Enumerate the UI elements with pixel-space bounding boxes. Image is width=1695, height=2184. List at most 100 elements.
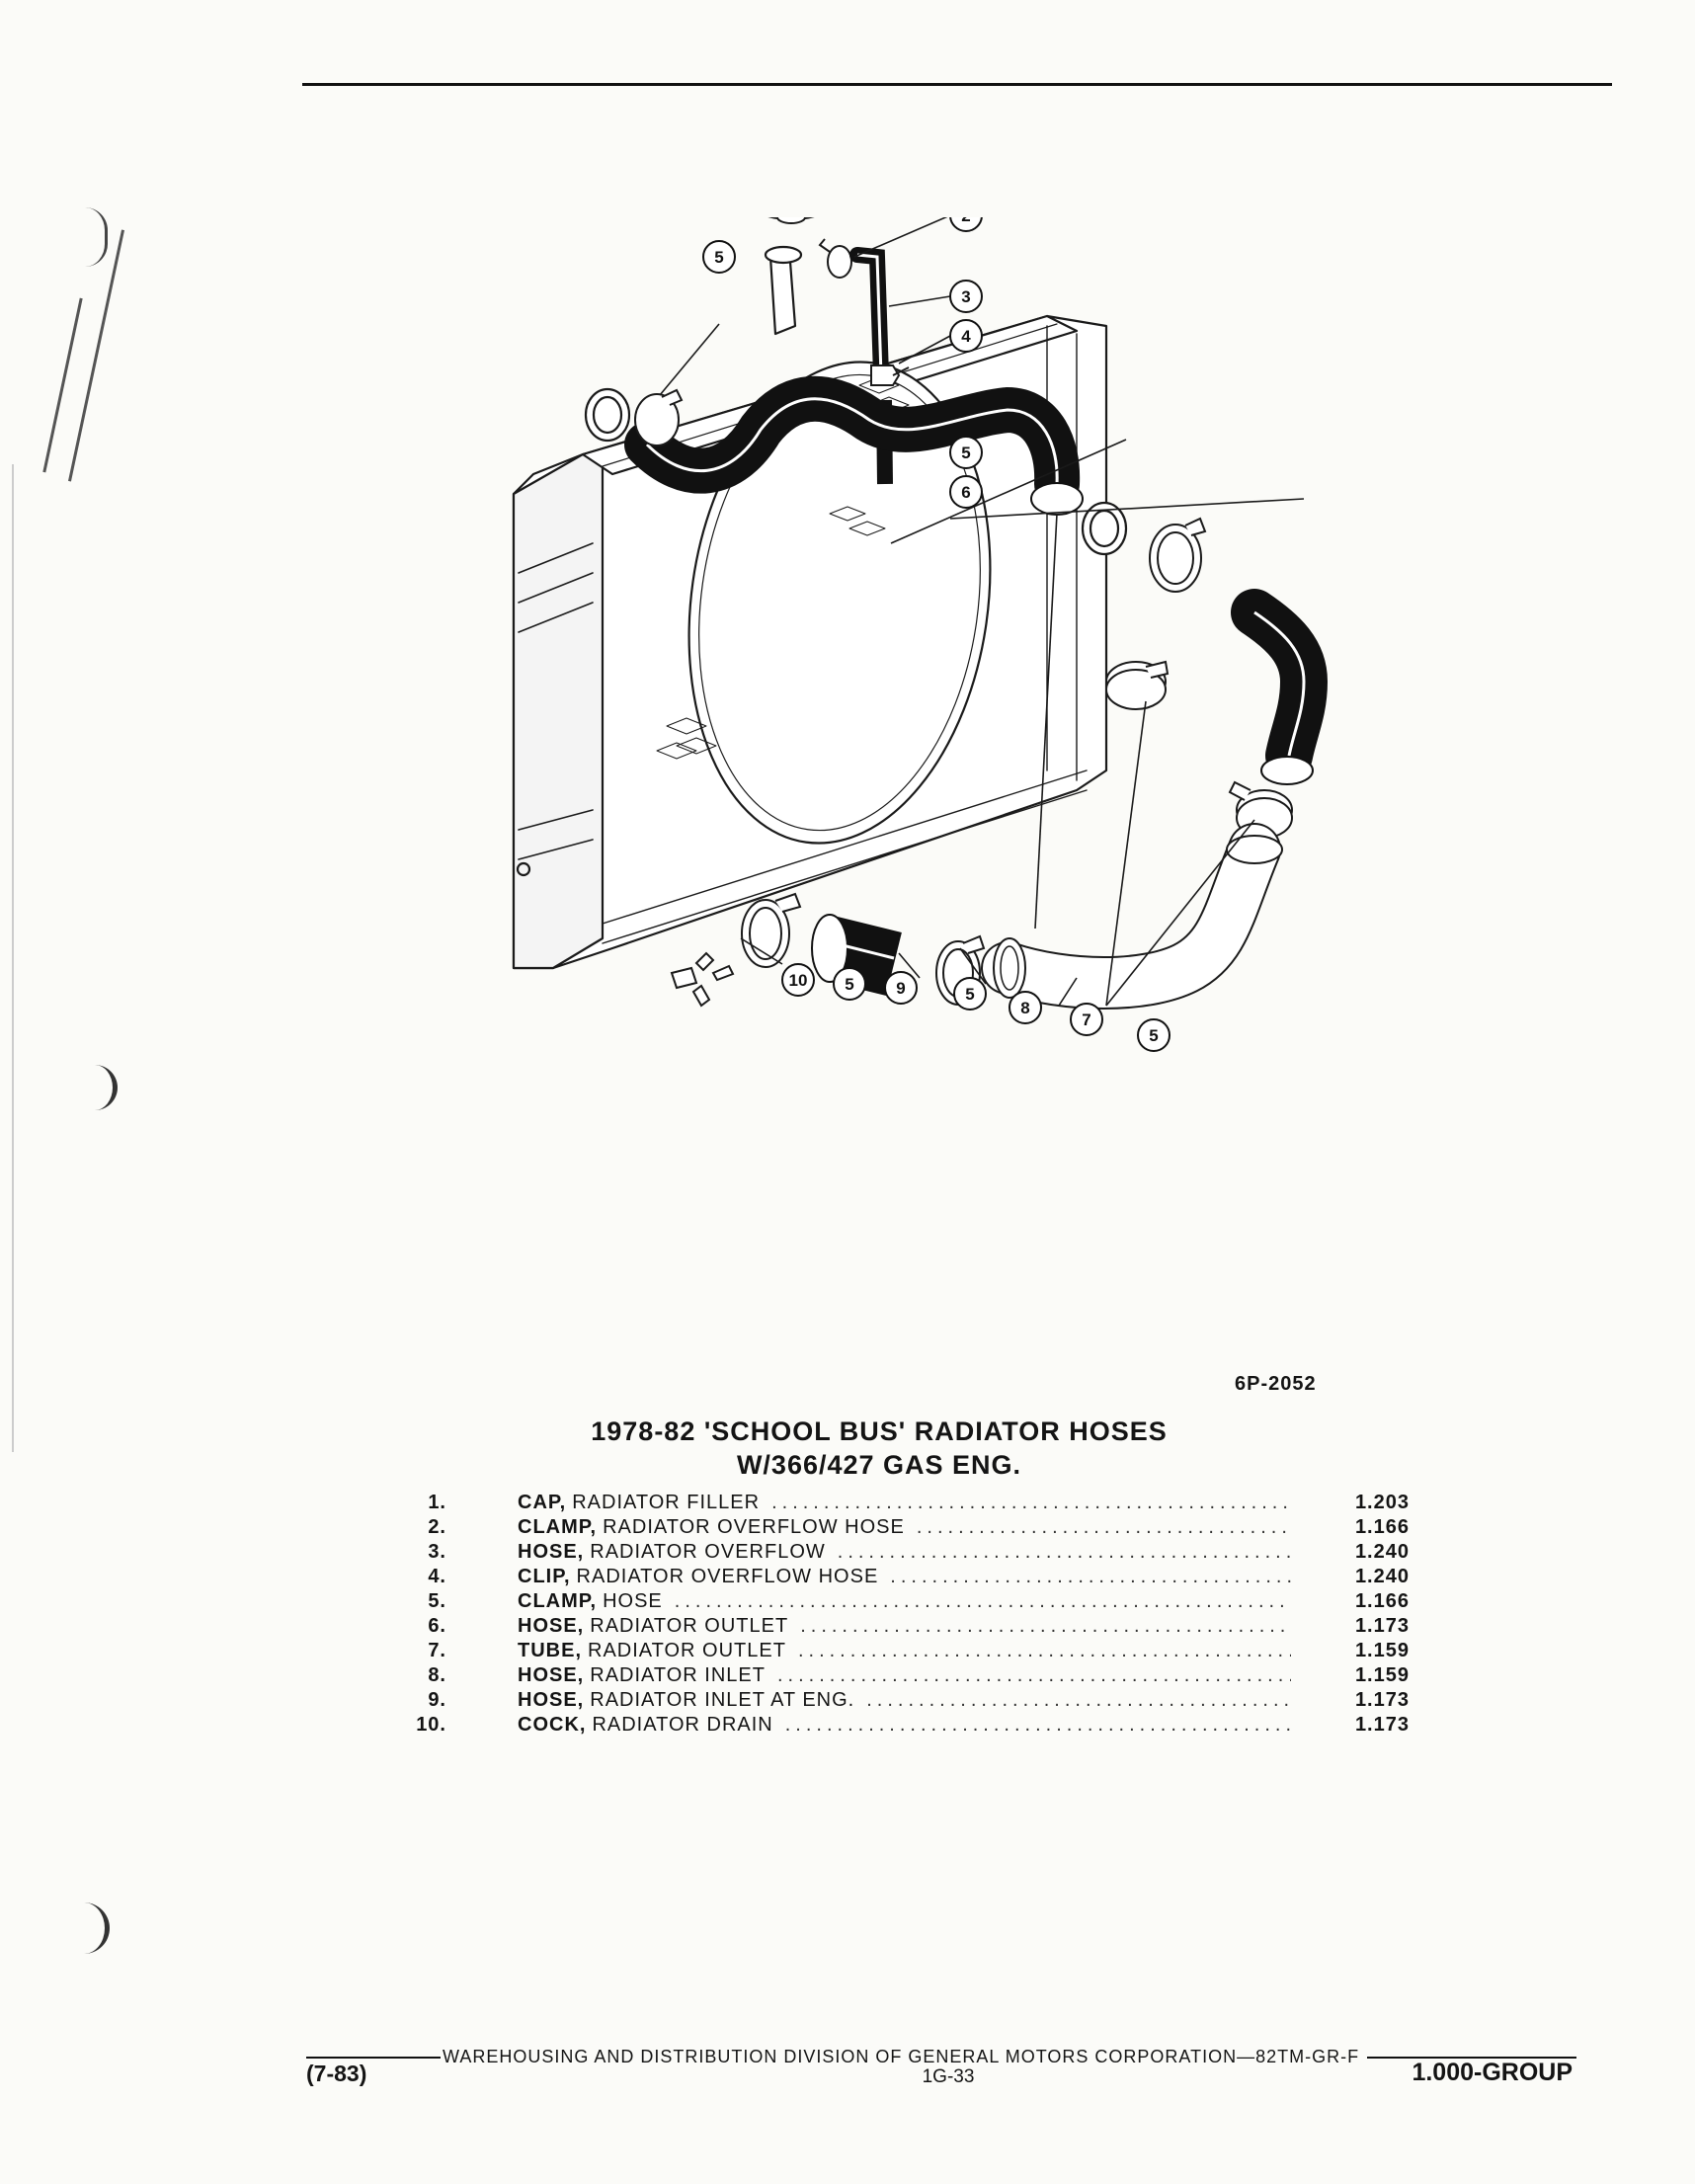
- svg-text:8: 8: [1020, 999, 1029, 1017]
- part-group-number: 1.159: [1354, 1640, 1410, 1661]
- dot-leader: [777, 1664, 1291, 1687]
- binder-edge-mark: [68, 229, 124, 482]
- callout-10: 10: [781, 963, 815, 997]
- part-number: 3.: [428, 1541, 446, 1563]
- footer-rule-left: [306, 2056, 441, 2059]
- part-description: RADIATOR INLET: [590, 1664, 766, 1686]
- svg-text:4: 4: [961, 327, 971, 346]
- part-group-number: 1.173: [1354, 1689, 1410, 1711]
- callout-7: 7: [1070, 1003, 1103, 1036]
- radiator-cap-part: [767, 217, 815, 224]
- part-group-number: 1.240: [1354, 1541, 1410, 1563]
- part-noun: HOSE,: [518, 1689, 585, 1711]
- upper-inlet-clamp: [634, 388, 684, 446]
- dot-leader: [890, 1566, 1291, 1588]
- part-name: COCK,RADIATOR DRAIN: [446, 1714, 1291, 1737]
- part-number: 6.: [428, 1615, 446, 1637]
- parts-list-row: 9.HOSE,RADIATOR INLET AT ENG. 1.173: [399, 1689, 1446, 1714]
- part-noun: CLIP,: [518, 1566, 571, 1587]
- part-group-number: 1.240: [1354, 1566, 1410, 1587]
- part-noun: CLAMP,: [518, 1516, 598, 1538]
- page-title: 1978-82 'SCHOOL BUS' RADIATOR HOSES: [591, 1416, 1168, 1446]
- drain-cock-part: [670, 951, 735, 1008]
- part-description: RADIATOR DRAIN: [592, 1714, 773, 1736]
- part-noun: CAP,: [518, 1492, 567, 1513]
- svg-text:5: 5: [845, 975, 853, 994]
- dot-leader: [798, 1640, 1291, 1662]
- binder-hole-shadow: [91, 1065, 118, 1110]
- group-label: 1.000-GROUP: [1412, 2059, 1573, 2086]
- svg-text:7: 7: [1082, 1011, 1090, 1029]
- radiator-exploded-diagram: 1 2 3 4 5 6 5 10 5 9 5 8 7 5: [512, 217, 1329, 1052]
- part-group-number: 1.166: [1354, 1516, 1410, 1538]
- dot-leader: [785, 1714, 1291, 1737]
- part-group-number: 1.203: [1354, 1492, 1410, 1513]
- part-description: RADIATOR OVERFLOW: [590, 1541, 826, 1563]
- overflow-clip-part: [870, 364, 910, 386]
- dot-leader: [838, 1541, 1291, 1564]
- binder-hole-shadow: [85, 207, 108, 267]
- part-description: RADIATOR OVERFLOW HOSE: [603, 1516, 905, 1538]
- part-noun: TUBE,: [518, 1640, 582, 1661]
- part-number: 2.: [428, 1516, 446, 1538]
- part-number: 1.: [428, 1492, 446, 1513]
- part-number: 5.: [428, 1590, 446, 1612]
- svg-text:3: 3: [961, 287, 970, 306]
- page-subtitle: W/366/427 GAS ENG.: [736, 1450, 1022, 1480]
- part-noun: CLAMP,: [518, 1590, 598, 1612]
- part-number: 4.: [428, 1566, 446, 1587]
- header-rule: [302, 83, 1612, 86]
- part-noun: HOSE,: [518, 1664, 585, 1686]
- part-noun: HOSE,: [518, 1615, 585, 1637]
- parts-list-row: 10.COCK,RADIATOR DRAIN1.173: [399, 1714, 1446, 1739]
- part-name: CLAMP,HOSE: [446, 1590, 1291, 1613]
- page-number: 1G-33: [922, 2066, 975, 2087]
- dot-leader: [675, 1590, 1291, 1613]
- revision-date: (7-83): [306, 2061, 367, 2086]
- parts-list-row: 1.CAP,RADIATOR FILLER1.203: [399, 1492, 1446, 1516]
- parts-list: 1.CAP,RADIATOR FILLER1.2032.CLAMP,RADIAT…: [399, 1492, 1446, 1739]
- part-name: HOSE,RADIATOR OVERFLOW: [446, 1541, 1291, 1564]
- parts-list-row: 4.CLIP,RADIATOR OVERFLOW HOSE1.240: [399, 1566, 1446, 1590]
- callout-2: 2: [949, 217, 983, 232]
- part-group-number: 1.166: [1354, 1590, 1410, 1612]
- part-group-number: 1.173: [1354, 1714, 1410, 1736]
- footer-publisher-line: WAREHOUSING AND DISTRIBUTION DIVISION OF…: [306, 2047, 1576, 2067]
- binder-hole-shadow: [79, 1902, 110, 1954]
- part-number: 10.: [416, 1714, 446, 1736]
- callout-5-upper-right: 5: [949, 436, 983, 469]
- callout-5-lower-c: 5: [1137, 1018, 1170, 1052]
- svg-text:2: 2: [961, 217, 970, 225]
- part-noun: COCK,: [518, 1714, 587, 1736]
- left-engine-hose-clamp: [741, 892, 802, 968]
- part-description: RADIATOR OUTLET: [590, 1615, 789, 1637]
- svg-text:10: 10: [789, 971, 808, 990]
- part-number: 9.: [428, 1689, 446, 1711]
- callout-3: 3: [949, 280, 983, 313]
- part-number: 8.: [428, 1664, 446, 1686]
- callout-5-upper-left: 5: [702, 240, 736, 274]
- part-noun: HOSE,: [518, 1541, 585, 1563]
- part-description: RADIATOR OUTLET: [588, 1640, 786, 1661]
- callout-leader-lines: [659, 217, 1305, 1007]
- part-name: HOSE,RADIATOR INLET: [446, 1664, 1291, 1687]
- parts-list-row: 8.HOSE,RADIATOR INLET1.159: [399, 1664, 1446, 1689]
- dot-leader: [771, 1492, 1291, 1514]
- svg-text:5: 5: [965, 985, 974, 1004]
- footer-rule-right: [1367, 2056, 1576, 2059]
- figure-code: 6P-2052: [1235, 1373, 1317, 1395]
- dot-leader: [866, 1689, 1291, 1712]
- callout-4: 4: [949, 319, 983, 353]
- part-name: CLIP,RADIATOR OVERFLOW HOSE: [446, 1566, 1291, 1588]
- parts-list-row: 2. CLAMP,RADIATOR OVERFLOW HOSE 1.166: [399, 1516, 1446, 1541]
- loose-hose-clamp: [1105, 660, 1170, 710]
- svg-text:9: 9: [896, 979, 905, 998]
- svg-text:6: 6: [961, 483, 970, 502]
- parts-list-row: 3.HOSE,RADIATOR OVERFLOW1.240: [399, 1541, 1446, 1566]
- part-description: RADIATOR OVERFLOW HOSE: [576, 1566, 879, 1587]
- svg-text:5: 5: [1149, 1026, 1158, 1045]
- outlet-neck-clamp: [1149, 517, 1207, 593]
- parts-list-row: 6.HOSE,RADIATOR OUTLET1.173: [399, 1615, 1446, 1640]
- part-name: HOSE,RADIATOR INLET AT ENG.: [446, 1689, 1291, 1712]
- callout-5-lower-a: 5: [833, 967, 866, 1001]
